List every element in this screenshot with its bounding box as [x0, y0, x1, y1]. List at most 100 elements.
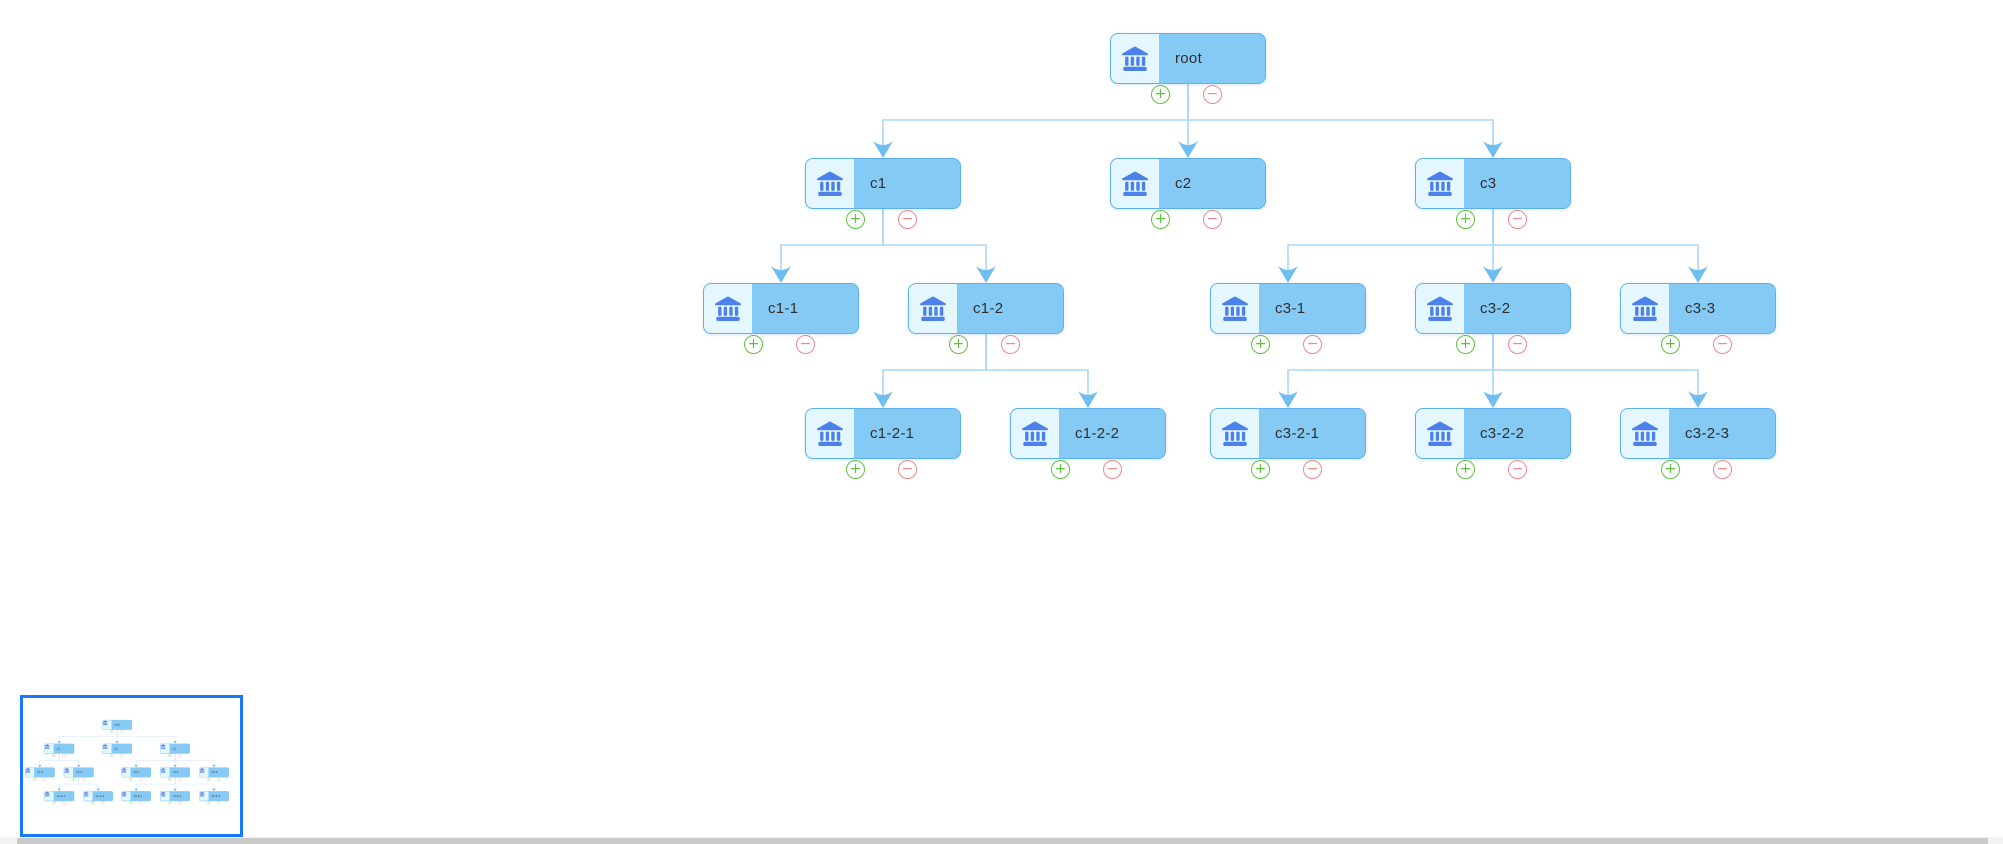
- node-label: c1-2: [973, 300, 1004, 317]
- collapse-button[interactable]: −: [1303, 460, 1322, 479]
- expand-button[interactable]: +: [846, 210, 865, 229]
- bank-icon: [199, 767, 209, 777]
- collapse-button[interactable]: −: [796, 335, 815, 354]
- node-label-section: c1-2-1: [53, 791, 74, 801]
- expand-button: +: [32, 777, 37, 781]
- expand-button[interactable]: +: [1661, 460, 1680, 479]
- collapse-button[interactable]: −: [898, 460, 917, 479]
- tree-node-c2[interactable]: c2 + −: [1110, 158, 1266, 230]
- node-card[interactable]: c3-3: [1620, 283, 1776, 334]
- expand-button[interactable]: +: [1661, 335, 1680, 354]
- bank-icon: [83, 791, 93, 801]
- expand-button[interactable]: +: [1456, 460, 1475, 479]
- expand-button[interactable]: +: [1151, 210, 1170, 229]
- tree-node-c1-1[interactable]: c1-1 + −: [703, 283, 859, 355]
- collapse-button[interactable]: −: [1203, 85, 1222, 104]
- node-label-section: c1-2-2: [1059, 409, 1165, 458]
- tree-node-c1-2-1[interactable]: c1-2-1 + −: [805, 408, 961, 480]
- expand-button: +: [129, 801, 133, 805]
- collapse-button[interactable]: −: [1001, 335, 1020, 354]
- node-label: c3-2-3: [1685, 425, 1730, 442]
- arrowhead-icon: [212, 788, 216, 792]
- tree-node-c3-2-1[interactable]: c3-2-1 + −: [1210, 408, 1366, 480]
- collapse-button[interactable]: −: [1508, 335, 1527, 354]
- bank-icon: [806, 159, 854, 208]
- expand-button[interactable]: +: [1456, 335, 1475, 354]
- node-card[interactable]: c3-2-1: [1210, 408, 1366, 459]
- tree-link: [59, 777, 79, 791]
- expand-button: +: [207, 777, 211, 781]
- horizontal-scrollbar[interactable]: [0, 837, 2003, 844]
- collapse-button[interactable]: −: [1203, 210, 1222, 229]
- collapse-button[interactable]: −: [898, 210, 917, 229]
- bank-icon: [64, 767, 74, 777]
- node-card[interactable]: c3-2-2: [1415, 408, 1571, 459]
- bank-icon: [909, 284, 957, 333]
- node-card[interactable]: c3-2-3: [1620, 408, 1776, 459]
- node-card: root: [102, 720, 132, 730]
- bank-icon: [1416, 159, 1464, 208]
- tree-node-c1-2[interactable]: c1-2 + −: [908, 283, 1064, 355]
- node-label-section: c3-2-1: [130, 791, 151, 801]
- node-card: c1: [44, 743, 75, 754]
- expand-button: +: [52, 753, 56, 758]
- expand-button[interactable]: +: [744, 335, 763, 354]
- expand-button[interactable]: +: [1456, 210, 1475, 229]
- node-card[interactable]: c3-2: [1415, 283, 1571, 334]
- tree-node-c1-2-2[interactable]: c1-2-2 + −: [1010, 408, 1166, 480]
- expand-button[interactable]: +: [1151, 85, 1170, 104]
- node-card[interactable]: c1-2: [908, 283, 1064, 334]
- expand-button: +: [168, 801, 172, 805]
- expand-button[interactable]: +: [949, 335, 968, 354]
- node-card[interactable]: c3: [1415, 158, 1571, 209]
- node-card[interactable]: c3-1: [1210, 283, 1366, 334]
- collapse-button[interactable]: −: [1713, 460, 1732, 479]
- tree-node-c3-1[interactable]: c3-1 + −: [1210, 283, 1366, 355]
- node-label-section: c3-2: [169, 767, 190, 777]
- expand-button[interactable]: +: [1251, 335, 1270, 354]
- expand-button[interactable]: +: [1251, 460, 1270, 479]
- bank-icon: [121, 791, 131, 801]
- bank-icon: [1416, 284, 1464, 333]
- node-card[interactable]: c1: [805, 158, 961, 209]
- bank-icon: [160, 767, 170, 777]
- tree-node-c3[interactable]: c3 + −: [1415, 158, 1571, 230]
- collapse-button: −: [177, 777, 182, 781]
- expand-button[interactable]: +: [846, 460, 865, 479]
- collapse-button[interactable]: −: [1508, 210, 1527, 229]
- collapse-button[interactable]: −: [1103, 460, 1122, 479]
- arrowhead-icon: [134, 764, 139, 768]
- collapse-button: −: [120, 729, 124, 734]
- node-card[interactable]: root: [1110, 33, 1266, 84]
- bank-icon: [806, 409, 854, 458]
- tree-node-c3-2[interactable]: c3-2 + −: [1415, 283, 1571, 355]
- collapse-button[interactable]: −: [1508, 460, 1527, 479]
- node-label-section: root: [1159, 34, 1265, 83]
- node-card[interactable]: c1-2-2: [1010, 408, 1166, 459]
- bank-icon: [160, 743, 170, 754]
- tree-node-root[interactable]: root + −: [1110, 33, 1266, 105]
- expand-button: +: [71, 777, 76, 781]
- node-card[interactable]: c2: [1110, 158, 1266, 209]
- node-card[interactable]: c1-2-1: [805, 408, 961, 459]
- tree-node-c1[interactable]: c1 + −: [805, 158, 961, 230]
- expand-button[interactable]: +: [1051, 460, 1070, 479]
- node-label-section: c1-2: [957, 284, 1063, 333]
- node-label-section: c3: [169, 743, 190, 754]
- horizontal-scrollbar-thumb[interactable]: [17, 837, 1988, 844]
- minimap[interactable]: root + − c1: [20, 695, 243, 837]
- expand-button: +: [110, 729, 114, 734]
- collapse-button[interactable]: −: [1713, 335, 1732, 354]
- collapse-button[interactable]: −: [1303, 335, 1322, 354]
- minimap-content: root + − c1: [23, 714, 240, 834]
- arrowhead-icon: [1078, 391, 1098, 408]
- tree-node-c3-2-3[interactable]: c3-2-3 + −: [1620, 408, 1776, 480]
- node-card[interactable]: c1-1: [703, 283, 859, 334]
- tree-node-c3-3[interactable]: c3-3 + −: [1620, 283, 1776, 355]
- tree-node-c3-2-2[interactable]: c3-2-2 + −: [1415, 408, 1571, 480]
- arrowhead-icon: [1278, 266, 1298, 283]
- node-label: c3-2: [172, 770, 179, 774]
- node-card: c3-3: [199, 767, 229, 778]
- bank-icon: [102, 720, 112, 730]
